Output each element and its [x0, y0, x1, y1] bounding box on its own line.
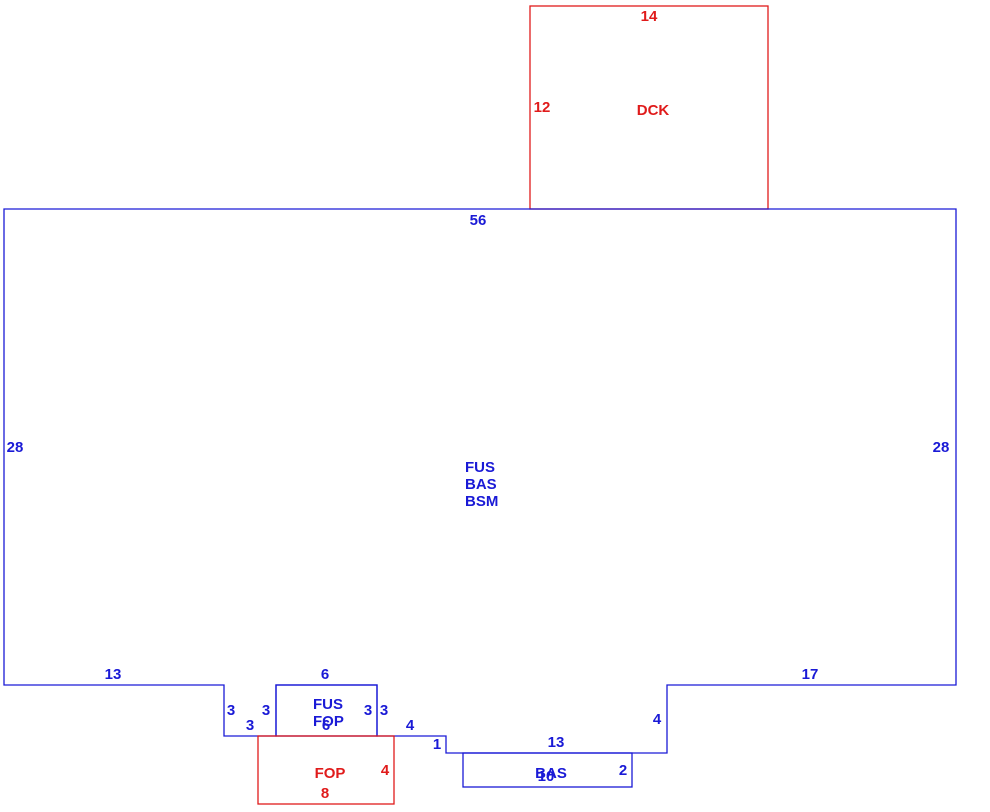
upper-porch-label-fop: FOP	[313, 713, 344, 730]
bay-outline	[462, 752, 633, 788]
front-porch-dim-bottom: 8	[321, 785, 329, 802]
main-dim-bottom-left: 13	[105, 666, 122, 683]
main-dim-bottom-right: 17	[802, 666, 819, 683]
main-dim-right: 28	[933, 439, 950, 456]
upper-porch-dim-side-inner: 3	[364, 702, 372, 719]
notch-dim-top: 13	[548, 734, 565, 751]
main-label-fus: FUS	[465, 459, 495, 476]
step-dim-left-c: 3	[262, 702, 270, 719]
bay-label: BAS	[535, 765, 567, 782]
deck-dim-top: 14	[641, 8, 658, 25]
deck-dim-side: 12	[534, 99, 551, 116]
front-porch-label: FOP	[315, 765, 346, 782]
step-dim-right-b: 1	[433, 736, 441, 753]
front-porch-dim-right: 4	[381, 762, 390, 779]
deck-label: DCK	[637, 102, 670, 119]
front-porch-outline	[257, 735, 395, 805]
step-dim-right-a: 4	[406, 717, 415, 734]
porch-dim-top: 6	[321, 666, 329, 683]
main-dim-top: 56	[470, 212, 487, 229]
upper-porch-label-fus: FUS	[313, 696, 343, 713]
main-dim-left: 28	[7, 439, 24, 456]
notch-dim-right: 4	[653, 711, 662, 728]
main-label-bsm: BSM	[465, 493, 498, 510]
step-dim-left-b: 3	[246, 717, 254, 734]
step-dim-left-a: 3	[227, 702, 235, 719]
upper-porch-dim-bottom: 6	[322, 717, 330, 734]
bay-dim-bottom: 10	[538, 768, 555, 785]
bay-dim-side: 2	[619, 762, 627, 779]
upper-porch-dim-side-outer: 3	[380, 702, 388, 719]
main-label-bas: BAS	[465, 476, 497, 493]
